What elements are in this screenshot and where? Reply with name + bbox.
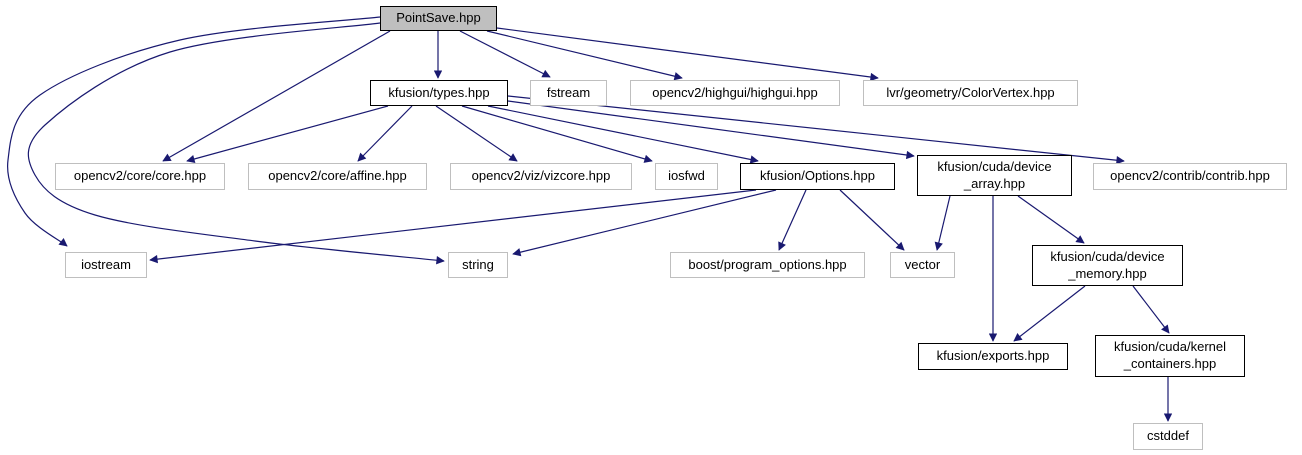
node-iosfwd: iosfwd (655, 163, 718, 190)
edge-pointsave-to-fstream (459, 30, 551, 78)
node-kfusion-cuda-kernel-containers[interactable]: kfusion/cuda/kernel _containers.hpp (1095, 335, 1245, 377)
node-pointsave: PointSave.hpp (380, 6, 497, 31)
edge-pointsave-to-colorvertex (496, 27, 879, 82)
node-boost-program-options: boost/program_options.hpp (670, 252, 865, 278)
node-opencv2-core: opencv2/core/core.hpp (55, 163, 225, 190)
node-opencv2-vizcore: opencv2/viz/vizcore.hpp (450, 163, 632, 190)
edge-options-to-string (512, 189, 777, 257)
node-lvr-colorvertex: lvr/geometry/ColorVertex.hpp (863, 80, 1078, 106)
edge-devmem-to-kernel (1132, 285, 1170, 334)
edge-pointsave-to-core (162, 30, 391, 162)
node-cstddef: cstddef (1133, 423, 1203, 450)
node-iostream: iostream (65, 252, 147, 278)
node-vector: vector (890, 252, 955, 278)
edge-types-to-vizcore (435, 105, 518, 162)
node-fstream: fstream (530, 80, 607, 106)
edge-options-to-vector (839, 189, 905, 251)
edge-types-to-options (487, 105, 759, 164)
node-opencv2-affine: opencv2/core/affine.hpp (248, 163, 427, 190)
edge-pointsave-to-string (27, 22, 445, 265)
edge-pointsave-to-iostream (7, 16, 381, 247)
edge-options-to-iostream (149, 189, 757, 264)
node-opencv2-highgui: opencv2/highgui/highgui.hpp (630, 80, 840, 106)
edge-devarray-to-vector (934, 195, 951, 251)
node-kfusion-cuda-device-array[interactable]: kfusion/cuda/device _array.hpp (917, 155, 1072, 196)
edge-options-to-boost (778, 189, 807, 251)
edge-pointsave-to-highgui (486, 30, 683, 81)
node-opencv2-contrib: opencv2/contrib/contrib.hpp (1093, 163, 1287, 190)
node-kfusion-cuda-device-memory[interactable]: kfusion/cuda/device _memory.hpp (1032, 245, 1183, 286)
node-kfusion-types[interactable]: kfusion/types.hpp (370, 80, 508, 106)
edge-devarray-to-devmem (1017, 195, 1085, 244)
edge-types-to-core (186, 105, 389, 164)
edge-types-to-affine (357, 105, 413, 162)
edge-types-to-contrib (507, 95, 1125, 165)
edge-types-to-devarray (507, 100, 915, 160)
node-kfusion-exports[interactable]: kfusion/exports.hpp (918, 343, 1068, 370)
edge-types-to-iosfwd (461, 105, 653, 163)
node-kfusion-options[interactable]: kfusion/Options.hpp (740, 163, 895, 190)
edge-devmem-to-exports (1013, 285, 1086, 342)
node-string: string (448, 252, 508, 278)
